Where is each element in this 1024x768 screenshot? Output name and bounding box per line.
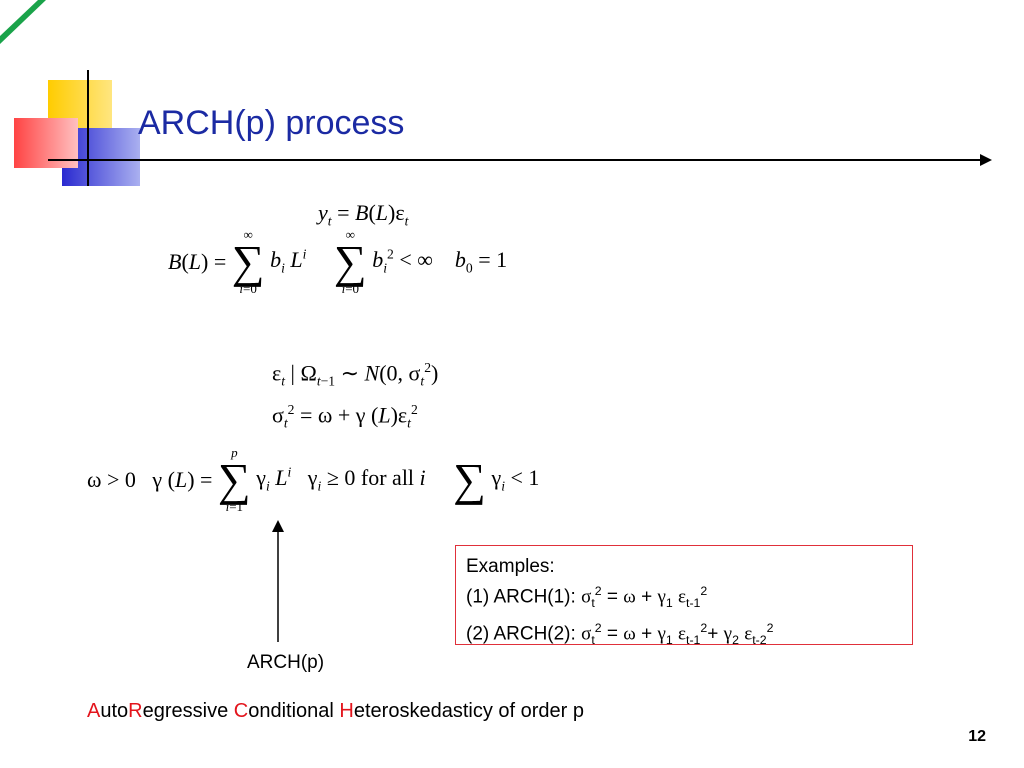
arrow-label: ARCH(p) [247, 652, 325, 673]
equation-sigma-squared: σt2 = ω + γ (L)εt2 [272, 402, 418, 431]
pointer-arrow [272, 520, 284, 642]
equation-yt: yt = B(L)εt [318, 200, 409, 229]
corner-decoration [0, 0, 46, 44]
acronym-part-2: R [128, 700, 143, 722]
acronym-part-5: onditional [248, 700, 340, 722]
acronym-part-4: C [233, 700, 249, 722]
examples-box: Examples: (1) ARCH(1): σt2 = ω + γ1 εt-1… [455, 545, 913, 647]
example-arch2-prefix: (2) ARCH(2): [466, 623, 582, 645]
equation-b-of-l: B(L) = ∞∑i=0 bi Li ∞∑i=0 bi2 < ∞ b0 = 1 [168, 227, 508, 296]
title-underline-arrow [50, 154, 992, 166]
slide-title: ARCH(p) process [138, 104, 405, 142]
acronym-part-0: A [87, 700, 101, 722]
acronym-part-3: egressive [142, 700, 234, 722]
example-arch2: (2) ARCH(2): σt2 = ω + γ1 εt-12+ γ2 εt-2… [466, 621, 774, 648]
acronym-part-6: H [339, 700, 354, 722]
example-arch1: (1) ARCH(1): σt2 = ω + γ1 εt-12 [466, 584, 708, 611]
acronym-part-7: eteroskedasticy of order p [353, 700, 584, 722]
acronym-definition: AutoRegressive Conditional Heteroskedast… [87, 700, 584, 723]
equation-epsilon-distribution: εt | Ωt−1 ∼ N(0, σt2) [272, 360, 439, 389]
slide-logo-blocks [14, 70, 140, 186]
acronym-part-1: uto [100, 700, 129, 722]
page-number: 12 [968, 728, 986, 745]
example-arch1-prefix: (1) ARCH(1): [466, 586, 582, 608]
examples-heading: Examples: [466, 556, 555, 577]
equation-constraints: ω > 0 γ (L) = p∑i=1 γi Li γi ≥ 0 for all… [87, 445, 540, 514]
